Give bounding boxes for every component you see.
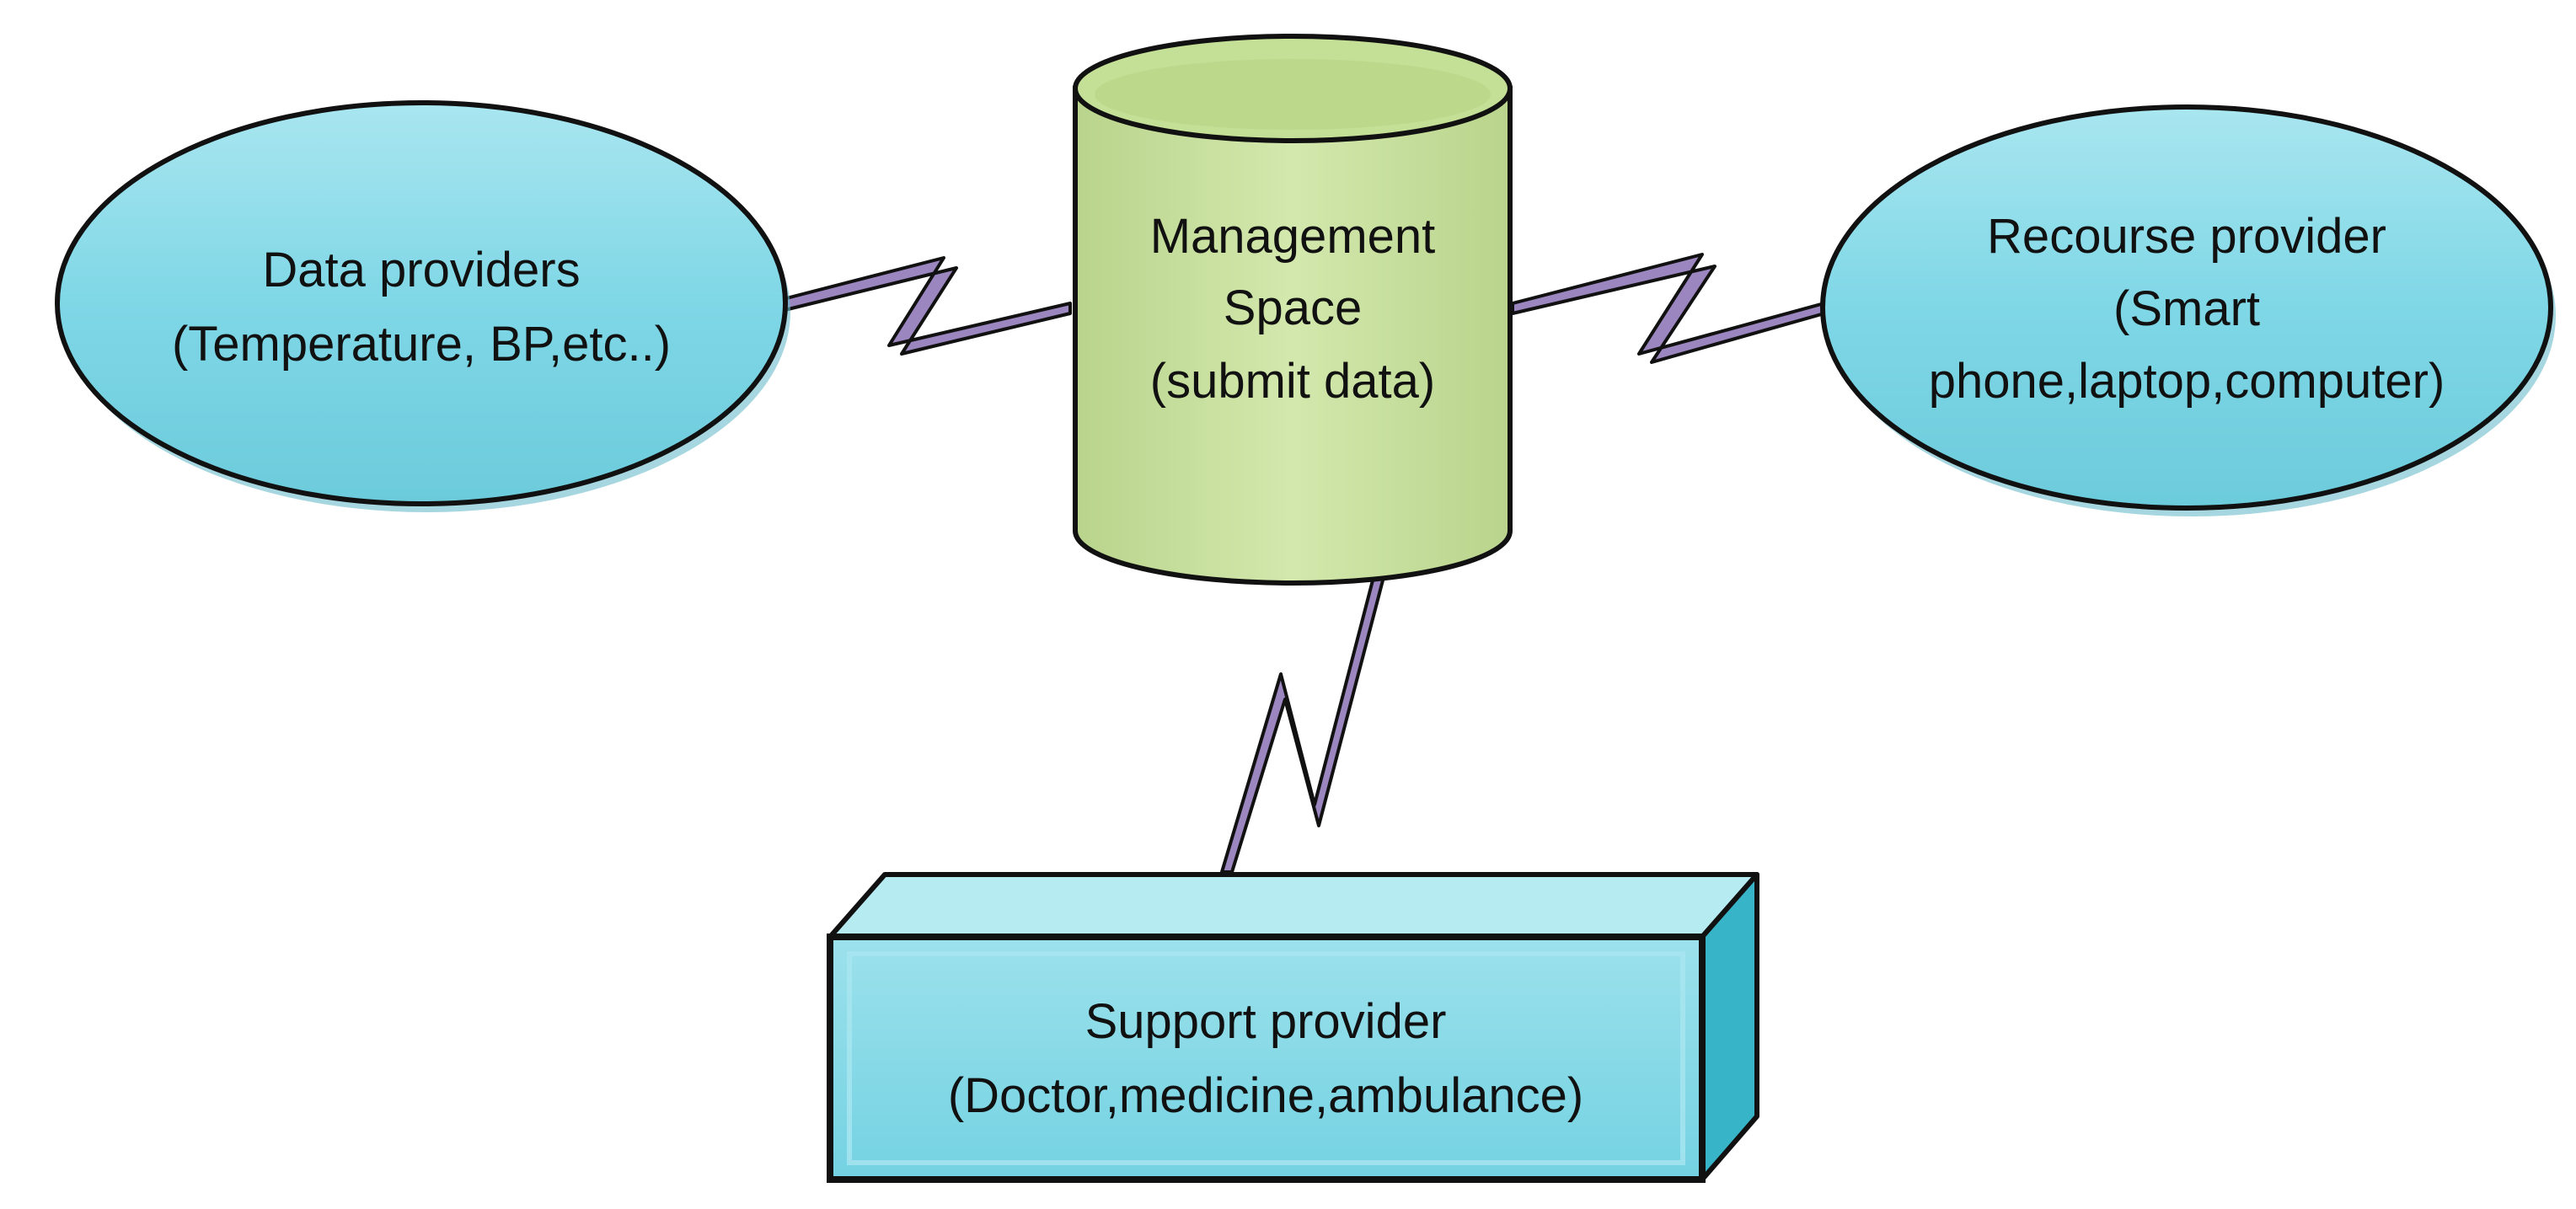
management-space-detail: (submit data) <box>1150 354 1435 409</box>
resource-provider-detail-1: (Smart <box>2113 281 2260 336</box>
resource-provider-title: Recourse provider <box>1987 209 2386 264</box>
support-provider-detail: (Doctor,medicine,ambulance) <box>948 1068 1583 1123</box>
link-data-to-management <box>765 256 1072 356</box>
data-providers-detail: (Temperature, BP,etc..) <box>172 317 671 372</box>
support-provider-title: Support provider <box>1085 994 1447 1049</box>
resource-provider-node: Recourse provider (Smart phone,laptop,co… <box>1820 104 2556 516</box>
data-providers-node: Data providers (Temperature, BP,etc..) <box>55 100 790 512</box>
data-providers-title: Data providers <box>262 243 580 297</box>
management-space-title: Management <box>1150 209 1436 264</box>
link-management-to-support <box>1220 575 1385 874</box>
link-management-to-resource <box>1511 253 1826 364</box>
support-provider-node: Support provider (Doctor,medicine,ambula… <box>827 872 1759 1183</box>
management-space-node: Management Space (submit data) <box>1073 34 1513 586</box>
resource-provider-detail-2: phone,laptop,computer) <box>1929 354 2445 409</box>
management-space-subtitle: Space <box>1224 281 1362 335</box>
